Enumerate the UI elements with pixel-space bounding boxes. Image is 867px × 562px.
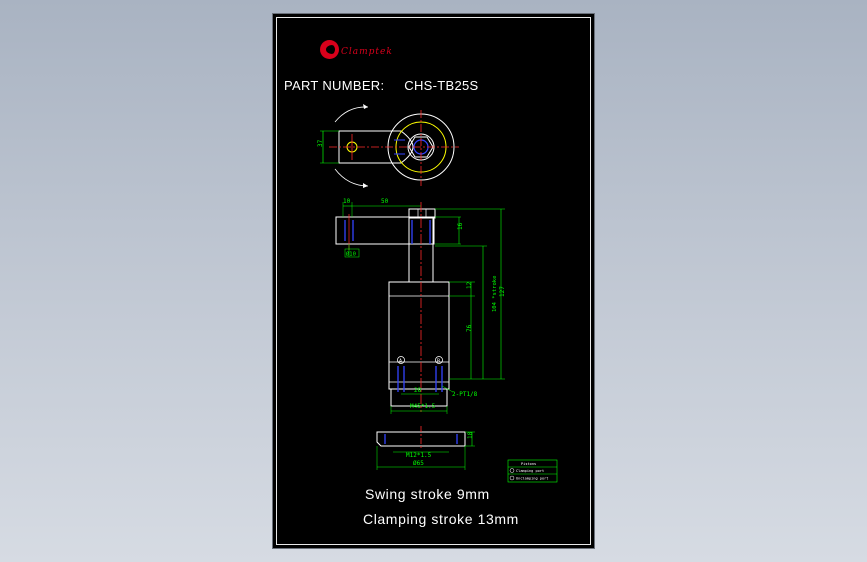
dim-phi65-label: Ø65 — [413, 460, 424, 467]
legend-row-a: Clamping port — [516, 469, 544, 473]
legend-box — [507, 459, 558, 483]
cad-drawing: 37 — [317, 104, 558, 483]
dim-50-label: 50 — [381, 198, 389, 205]
port-a-marker — [397, 356, 405, 364]
clamping-stroke-note: Clamping stroke 13mm — [363, 511, 519, 527]
legend-a-marker — [509, 468, 515, 473]
legend-header: Pistons — [521, 462, 536, 466]
legend-row-b: Unclamping port — [516, 477, 548, 481]
arrow-head-icon — [363, 104, 368, 109]
top-view: 37 — [317, 104, 459, 188]
legend-b-marker — [509, 475, 515, 481]
dim-28-label: 28 — [414, 387, 422, 394]
port-b-label: B — [437, 359, 440, 365]
arm-side — [335, 216, 435, 245]
bottom-thread — [390, 388, 448, 407]
dim-10-label: 10 — [343, 198, 351, 205]
flange-nut — [376, 431, 466, 447]
drawing-sheet: Clamptek PART NUMBER: CHS-TB25S — [272, 13, 595, 549]
leader-line — [441, 385, 454, 393]
dim-pt-label: 2-PT1/8 — [452, 391, 478, 398]
logo-wordmark: Clamptek — [341, 47, 393, 57]
clamptek-logo-icon — [320, 40, 339, 59]
front-view: A B 10 50 Ø10 16 127 — [335, 198, 506, 414]
sheet-border — [276, 17, 591, 545]
port-legend: Pistons Clamping port Unclamping port — [507, 459, 558, 483]
dim-16-label: 16 — [457, 222, 464, 230]
dim-18-label: 18 — [467, 431, 474, 439]
dim-127-label: 127 — [499, 286, 506, 297]
port-b-marker — [435, 356, 443, 364]
dim-12-label: 12 — [466, 281, 473, 289]
nut-view: 18 M12*1.5 Ø65 — [376, 426, 475, 470]
arrow-head-icon — [363, 183, 368, 188]
part-number-label: PART NUMBER: — [284, 78, 385, 93]
dim-phi10-label: Ø10 — [346, 251, 356, 258]
dim-m12-label: M12*1.5 — [406, 452, 432, 459]
dim-37-label: 37 — [317, 139, 324, 147]
swing-stroke-note: Swing stroke 9mm — [365, 486, 490, 502]
dim-104-label: 104 *stroke — [492, 276, 498, 312]
dim-76-label: 76 — [466, 324, 473, 332]
part-number-value: CHS-TB25S — [404, 78, 479, 93]
swing-arc-top — [334, 106, 369, 123]
port-a-label: A — [399, 359, 402, 365]
part-number: PART NUMBER: CHS-TB25S — [284, 78, 478, 93]
dim-m45-label: M45*1.5 — [410, 403, 436, 410]
phi10-box — [344, 248, 360, 258]
